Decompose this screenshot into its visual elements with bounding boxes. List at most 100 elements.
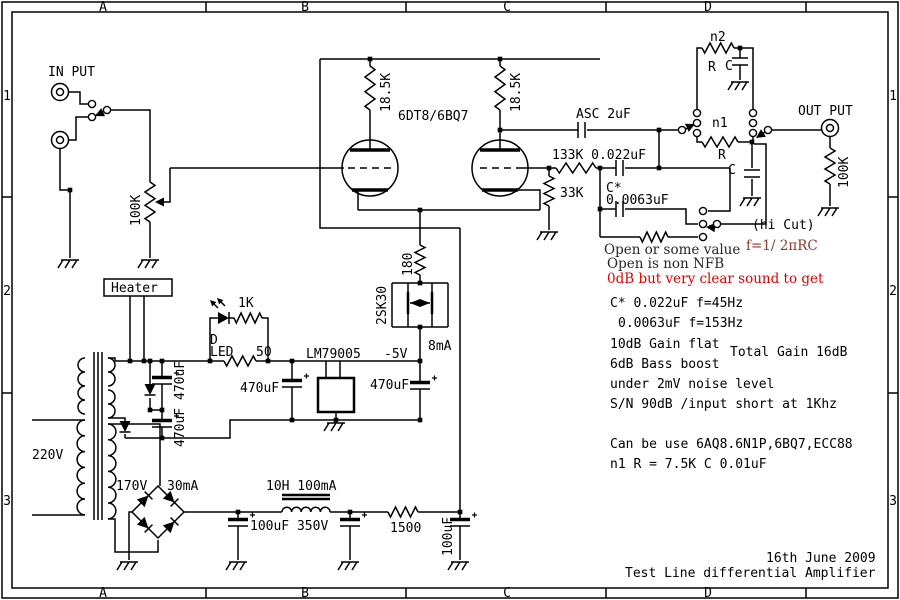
shape (692, 128, 702, 138)
junction-dot (147, 358, 153, 364)
shape (143, 181, 157, 223)
nfb-cap-00063 (615, 201, 624, 217)
nfb-cap-0022 (615, 160, 624, 176)
junction-dot (265, 358, 271, 364)
title-name: Test Line differential Amplifier (625, 566, 876, 581)
selector-left-mid (692, 118, 702, 128)
led-label: LED (210, 345, 234, 360)
border-col-c-bottom: C (503, 586, 511, 600)
tail-resistor-180 (413, 244, 427, 276)
shape (542, 175, 556, 207)
cstar-label: C* (606, 181, 622, 196)
cstar-value: 0.0063uF (606, 193, 669, 208)
ground-n2 (727, 81, 749, 91)
psu-cap1-label: 100uF 350V (250, 519, 328, 534)
n1-resistor (701, 135, 739, 149)
heater-cap-470-mid (282, 373, 309, 388)
tail-r-value: 180 (401, 253, 416, 276)
border-row-2-right: 2 (889, 284, 897, 299)
selector-out-arrow (756, 129, 766, 138)
ground-input (57, 259, 79, 269)
connectors (50, 82, 840, 150)
coupling-cap-label: ASC 2uF (576, 107, 631, 122)
neg-rail-label: -5V (384, 347, 408, 362)
power-transformer (76, 352, 117, 520)
junction-dot (67, 187, 73, 193)
junction-dot (417, 300, 423, 306)
n2-cap (732, 57, 748, 66)
shape (87, 112, 97, 122)
junction-dot (656, 127, 662, 133)
triode-right (471, 139, 529, 197)
shape (744, 169, 760, 178)
regulator-chip: LM79005 (306, 347, 361, 362)
shape (615, 160, 624, 176)
wires (32, 47, 831, 560)
shape (712, 219, 722, 229)
selector-right-bottom (748, 128, 758, 138)
shape (555, 161, 597, 175)
ground-output (817, 207, 839, 217)
input-jack-1 (50, 82, 70, 102)
shape (387, 505, 419, 519)
shape (577, 122, 586, 138)
heater-diode-1 (144, 384, 156, 396)
junction-dot (417, 324, 423, 330)
shape (337, 561, 359, 571)
junction-dot (367, 56, 373, 62)
shape (77, 357, 86, 415)
junction-dot (417, 417, 423, 423)
nfb-switch-top (698, 206, 708, 216)
junction-dot (159, 407, 165, 413)
shape (493, 65, 507, 111)
choke-label: 10H 100mA (266, 479, 337, 494)
psu-r-value: 1500 (390, 521, 421, 536)
grid-resistor-33k (542, 175, 556, 207)
secondary-voltage: 170V (116, 479, 147, 494)
shape (739, 197, 761, 207)
input-switch-arrow (95, 108, 106, 117)
nfb-switch-mid (698, 219, 708, 229)
junction-dot (289, 417, 295, 423)
input-jack-2 (50, 130, 70, 150)
spec-bass-boost: 6dB Bass boost (610, 357, 720, 372)
junction-dot (289, 358, 295, 364)
note-line-2: Open is non NFB (607, 256, 724, 272)
selector-in-wiper (677, 125, 687, 135)
shape (281, 506, 331, 513)
shape (701, 41, 735, 55)
heater-cap-470-top (152, 370, 179, 385)
junction-dot (127, 358, 133, 364)
shape (692, 118, 702, 128)
polarity-plus (304, 373, 309, 379)
n2-resistor (701, 41, 735, 55)
junction-dot (497, 127, 503, 133)
shape (698, 219, 708, 229)
shape (701, 135, 739, 149)
shape (87, 99, 97, 109)
spec-sn: S/N 90dB /input short at 1Khz (610, 397, 837, 412)
shape (363, 65, 377, 111)
shape (732, 57, 748, 66)
heater-box (103, 278, 173, 297)
tube-type: 6DT8/6BQ7 (398, 109, 468, 124)
shape (748, 108, 758, 118)
cap-470-label-4: 470uF (370, 378, 409, 393)
cap-470-label-3: 470uF (240, 381, 279, 396)
shape (144, 384, 156, 395)
selector-left-bottom (692, 128, 702, 138)
psu-resistor-1500 (387, 505, 419, 519)
selector-right-top (748, 108, 758, 118)
polarity-plus (362, 512, 367, 518)
junction-dot (457, 509, 463, 515)
selector-right-mid (748, 118, 758, 128)
n2-label: n2 (710, 30, 726, 45)
nfb-rc-label: 133K 0.022uF (552, 148, 646, 163)
diode-label: D (210, 333, 218, 348)
spec-tube-options: Can be use 6AQ8.6N1P,6BQ7,ECC88 (610, 437, 853, 452)
shape (536, 231, 558, 241)
border-col-a-bottom: A (99, 586, 107, 600)
polarity-plus (432, 375, 437, 381)
grid-r-value: 33K (560, 186, 584, 201)
junction-dot (597, 206, 603, 212)
